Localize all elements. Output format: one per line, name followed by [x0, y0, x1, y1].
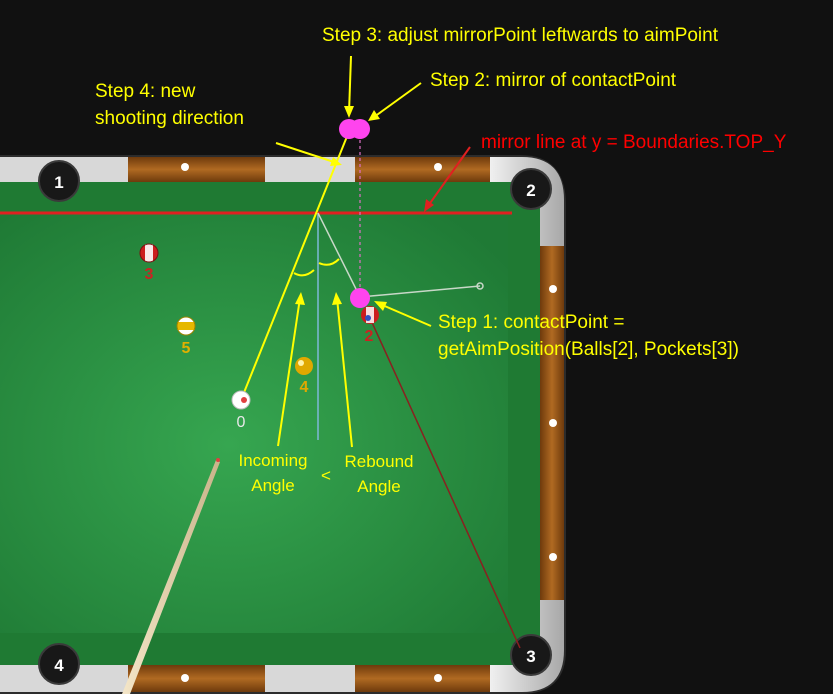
annotation-arrows: [275, 55, 471, 448]
guide-end-marker: [476, 282, 484, 290]
pocket-1: 1: [38, 160, 80, 202]
rebound-arrow: [336, 297, 353, 448]
incoming-angle-arc: [293, 269, 315, 277]
step1-line2: getAimPosition(Balls[2], Pockets[3]): [438, 339, 739, 360]
step2-arrow: [373, 82, 422, 118]
step1-label: Step 1: contactPoint = getAimPosition(Ba…: [438, 309, 739, 363]
pocket-label: 4: [54, 656, 64, 675]
cue-ball: 0: [231, 390, 251, 431]
ball-4: 4: [295, 357, 313, 396]
step4-line2: shooting direction: [95, 108, 244, 129]
pool-table: [0, 155, 566, 694]
mirror-point-marker: [350, 119, 370, 139]
ball-label: 5: [182, 340, 191, 357]
pocket-4: 4: [38, 643, 80, 685]
rail-wood-bottom-left: [128, 665, 265, 692]
ball-5: 5: [176, 316, 196, 357]
ball-label: 2: [365, 328, 374, 345]
cushion-right: [508, 182, 540, 665]
rebound-ray: [317, 212, 361, 298]
rail-metal-bottom-mid: [265, 665, 355, 692]
step4-arrow: [275, 142, 338, 164]
mirror-line-arrow: [427, 146, 471, 207]
step4-line1: Step 4: new: [95, 81, 196, 102]
diamond: [549, 419, 557, 427]
pocket-3: 3: [510, 634, 552, 676]
pocket-2: 2: [510, 168, 552, 210]
diamond: [549, 553, 557, 561]
ball-label: 3: [145, 266, 154, 283]
diamond: [434, 163, 442, 171]
shooting-direction-line: [240, 123, 353, 401]
step4-label: Step 4: new shooting direction: [95, 78, 244, 132]
incoming-angle-label: Incoming Angle: [230, 448, 316, 498]
ball-label: 4: [300, 379, 309, 396]
rail-diamonds: [181, 163, 557, 682]
step3-arrow: [348, 55, 352, 114]
rebound-line2: Angle: [357, 477, 401, 496]
rail-wood-bottom-right: [355, 665, 490, 692]
ball-label: 0: [237, 414, 246, 431]
points: [339, 119, 370, 308]
diamond: [434, 674, 442, 682]
felt: [0, 214, 508, 633]
rebound-line1: Rebound: [344, 452, 414, 471]
rail-wood-top-left: [128, 157, 265, 182]
pocket-path-line: [369, 317, 521, 649]
ball-3: 3: [139, 243, 159, 283]
cushion-top: [0, 182, 530, 214]
mirror-line-label: mirror line at y = Boundaries.TOP_Y: [481, 132, 787, 153]
step1-arrow: [379, 303, 432, 327]
rebound-angle-label: Rebound Angle: [336, 449, 422, 499]
diamond: [549, 285, 557, 293]
pocket-label: 3: [526, 647, 535, 666]
incoming-line2: Angle: [251, 476, 295, 495]
guide-line: [359, 285, 481, 298]
incoming-line1: Incoming: [238, 451, 308, 470]
step2-label: Step 2: mirror of contactPoint: [430, 70, 677, 91]
ball-2: 2: [361, 306, 379, 345]
incoming-arrow: [277, 297, 301, 447]
rail-metal-top-mid: [265, 157, 355, 182]
cushion-bottom: [0, 633, 530, 665]
geometry-lines: [0, 123, 521, 649]
rail-wood-top-right: [355, 157, 490, 182]
cue-stick: [122, 458, 220, 694]
pocket-label: 2: [526, 181, 535, 200]
diamond: [181, 674, 189, 682]
step1-line1: Step 1: contactPoint =: [438, 312, 625, 333]
pocket-label: 1: [54, 173, 63, 192]
step3-label: Step 3: adjust mirrorPoint leftwards to …: [322, 25, 719, 46]
rebound-angle-arc: [318, 258, 340, 266]
less-than-symbol: <: [321, 466, 331, 485]
diamond: [181, 163, 189, 171]
contact-point-marker: [350, 288, 370, 308]
